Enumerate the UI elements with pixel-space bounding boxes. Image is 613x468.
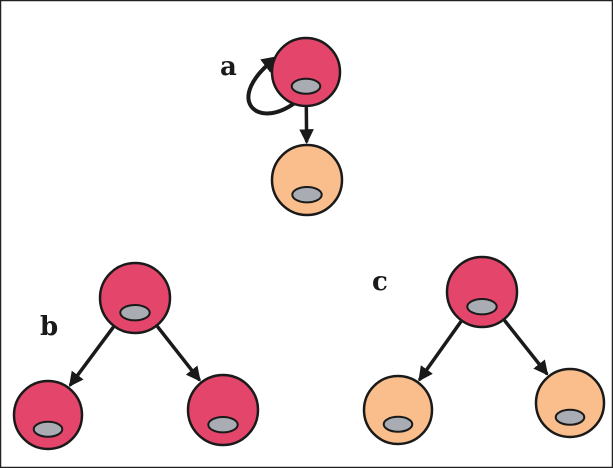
cell-body — [362, 374, 434, 446]
edges-layer — [68, 55, 549, 387]
panel-label-b: b — [40, 312, 58, 342]
panel-c-stem-cell-0 — [445, 255, 519, 329]
panel-b-division-arrow-1 — [156, 325, 201, 382]
cell-nucleus — [32, 420, 64, 438]
panel-c-division-arrow-0 — [418, 320, 463, 382]
panel-a-stem-cell-0 — [270, 36, 342, 108]
panel-b-stem-cell-1 — [12, 379, 84, 451]
panel-c-division-arrow-1 — [503, 319, 549, 376]
panel-c-differentiated-cell-2 — [534, 367, 606, 439]
cell-body — [98, 261, 172, 335]
panel-b-stem-cell-2 — [186, 373, 260, 447]
cell-nucleus — [119, 304, 151, 322]
cell-nucleus — [382, 415, 414, 433]
panel-b-stem-cell-0 — [98, 261, 172, 335]
cell-nucleus — [290, 77, 322, 95]
cells-layer — [12, 36, 606, 451]
cell-body — [270, 36, 342, 108]
panel-a-self-renewal-arrow — [246, 55, 298, 116]
panel-a-differentiated-cell-1 — [270, 143, 344, 217]
cell-body — [186, 373, 260, 447]
panel-label-c: c — [372, 267, 388, 297]
panel-b-division-arrow-0 — [68, 325, 115, 387]
panel-label-a: a — [220, 52, 237, 82]
panel-c-differentiated-cell-1 — [362, 374, 434, 446]
cell-body — [270, 143, 344, 217]
cell-nucleus — [466, 298, 498, 316]
cell-nucleus — [291, 186, 323, 204]
cell-nucleus — [554, 408, 586, 426]
cell-nucleus — [207, 416, 239, 434]
cell-body — [534, 367, 606, 439]
cell-body — [445, 255, 519, 329]
cell-body — [12, 379, 84, 451]
